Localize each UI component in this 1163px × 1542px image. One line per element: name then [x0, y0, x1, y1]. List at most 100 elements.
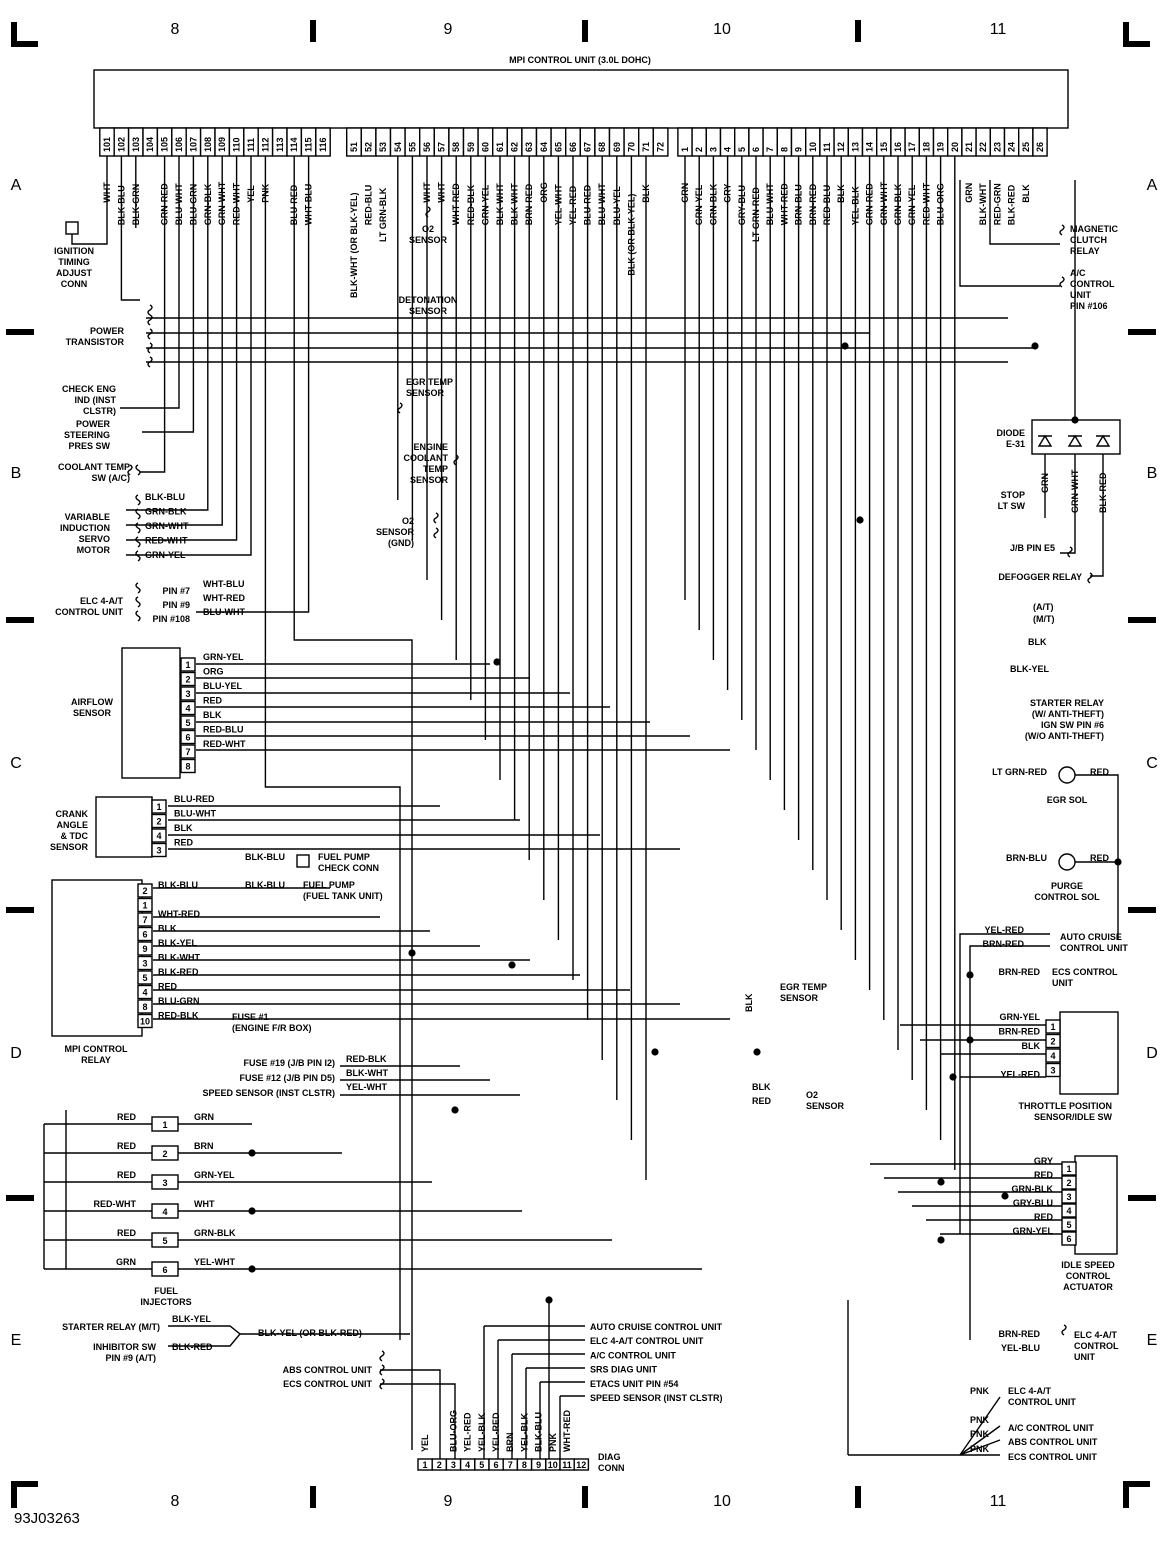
splice-dot: [937, 1178, 945, 1186]
corner-mark: [11, 22, 38, 47]
tps-pin-number: 3: [1050, 1066, 1055, 1076]
ecu-title: MPI CONTROL UNIT (3.0L DOHC): [509, 55, 651, 65]
grid-row-label: B: [1147, 465, 1158, 482]
ecu-pin-number: 22: [978, 142, 988, 152]
tps-pin: [1045, 1048, 1061, 1063]
ecu-wire-color: BLK-RED: [1007, 184, 1017, 225]
wire-color: BLK: [752, 1082, 771, 1092]
label: STOP: [1001, 490, 1025, 500]
label: INJECTORS: [140, 1297, 191, 1307]
vis-wire-color: GRN-BLK: [145, 507, 187, 517]
elc-pin: PIN #108: [152, 614, 190, 624]
ecu-pin-number: 68: [597, 142, 607, 152]
label: SENSOR: [410, 475, 449, 485]
connector-symbol: [1061, 1324, 1067, 1336]
mpi-relay-pin-number: 2: [142, 886, 147, 896]
label: CONTROL: [1074, 1341, 1119, 1351]
wire-color: YEL-WHT: [346, 1082, 387, 1092]
wire: [1060, 454, 1076, 554]
ecu-pin-number: 109: [217, 137, 227, 152]
label: ACTUATOR: [1063, 1282, 1113, 1292]
label: FUEL: [154, 1286, 178, 1296]
airflow-pin-number: 3: [185, 689, 190, 699]
wire: [969, 945, 1050, 1340]
wire-color: RED: [1090, 853, 1110, 863]
label: CONTROL: [1066, 1271, 1111, 1281]
connector-symbol: [1067, 546, 1073, 558]
label: TRANSISTOR: [66, 337, 125, 347]
ecu-pin-number: 66: [568, 142, 578, 152]
label: VARIABLE: [65, 512, 110, 522]
ecu-pin-number: 23: [992, 142, 1002, 152]
splice-dot: [856, 516, 864, 524]
label: PRES SW: [68, 441, 110, 451]
connector-symbol: [379, 1350, 385, 1362]
wire: [1090, 454, 1104, 577]
diag-pin-number: 8: [522, 1460, 527, 1470]
airflow-pin-number: 8: [185, 762, 190, 772]
label: CLUTCH: [1070, 235, 1107, 245]
grid-tick: [582, 20, 588, 42]
pnk-destination: ECS CONTROL UNIT: [1008, 1452, 1097, 1462]
ecu-pin-number: 71: [641, 142, 651, 152]
grid-tick: [310, 1486, 316, 1508]
isc-pin-number: 4: [1066, 1206, 1071, 1216]
elc-pin: PIN #9: [162, 600, 190, 610]
ecu-pin-number: 115: [304, 137, 314, 152]
label: (M/T): [1033, 614, 1055, 624]
ecu-left-pin: [315, 127, 331, 157]
isc-wire-color: GRN-BLK: [1012, 1184, 1054, 1194]
mpi-relay-pin-number: 4: [142, 988, 147, 998]
ecu-pin-number: 116: [318, 137, 328, 152]
crank-wire-color: BLU-WHT: [174, 809, 216, 819]
isc-pin-number: 3: [1066, 1192, 1071, 1202]
label: STEERING: [64, 430, 110, 440]
splice-dot: [493, 658, 501, 666]
ecu-pin-number: 102: [116, 137, 126, 152]
label: (W/ ANTI-THEFT): [1032, 709, 1104, 719]
label: FUEL PUMP: [318, 852, 370, 862]
wire: [959, 933, 1050, 1234]
label: INDUCTION: [60, 523, 110, 533]
ecu-box: [93, 69, 1069, 129]
ecu-wire-color: BLK-WHT (OR BLK-YEL): [349, 193, 359, 298]
wire: [168, 1325, 241, 1347]
ecu-pin-number: 10: [808, 142, 818, 152]
label: (W/O ANTI-THEFT): [1025, 731, 1104, 741]
label: FUSE #1: [232, 1012, 269, 1022]
label: COOLANT: [404, 453, 449, 463]
diag-pin-number: 9: [536, 1460, 541, 1470]
label: (ENGINE F/R BOX): [232, 1023, 312, 1033]
label: O2: [422, 224, 434, 234]
isc-wire-color: RED: [1034, 1170, 1054, 1180]
ecu-pin-number: 54: [393, 142, 403, 152]
jb-pin-label: J/B PIN E5: [1010, 543, 1055, 553]
wire-color: BRN-BLU: [1006, 853, 1047, 863]
grid-tick: [6, 1195, 34, 1201]
ecu-pin-number: 103: [131, 137, 141, 152]
tps-pin: [1045, 1033, 1061, 1049]
diag-pin-number: 5: [479, 1460, 484, 1470]
injector-wire-color: GRN: [116, 1257, 136, 1267]
label: CRANK: [56, 809, 89, 819]
splice-dot: [753, 1048, 761, 1056]
mpi-relay-pin: [137, 999, 153, 1014]
grid-tick: [855, 20, 861, 42]
label: SENSOR: [376, 527, 415, 537]
injector-number: 6: [162, 1265, 167, 1275]
wire-color: RED-BLK: [346, 1054, 387, 1064]
connector-symbol: [433, 527, 439, 539]
mpi-relay-wire-color: BLK-YEL: [158, 938, 197, 948]
wire: [140, 156, 166, 473]
airflow-pin: [180, 671, 196, 687]
injector-wire-color: RED: [117, 1170, 137, 1180]
label: EGR TEMP: [780, 982, 827, 992]
label: CHECK ENG: [62, 384, 116, 394]
ecu-pin-number: 70: [626, 142, 636, 152]
label: CONTROL: [1070, 279, 1115, 289]
grid-column-label: 8: [171, 1493, 180, 1510]
diag-destination-label: ELC 4-A/T CONTROL UNIT: [590, 1336, 704, 1346]
pnk-destination: ELC 4-A/T: [1008, 1386, 1052, 1396]
injector-wire-color: RED: [117, 1112, 137, 1122]
corner-mark: [11, 1481, 38, 1508]
